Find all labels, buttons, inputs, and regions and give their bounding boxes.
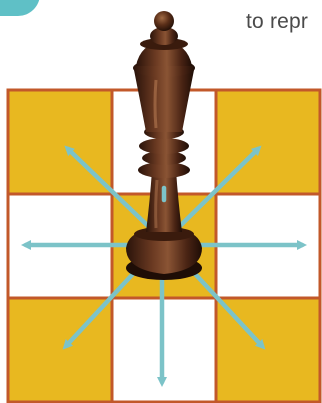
square-c3 <box>216 90 320 194</box>
